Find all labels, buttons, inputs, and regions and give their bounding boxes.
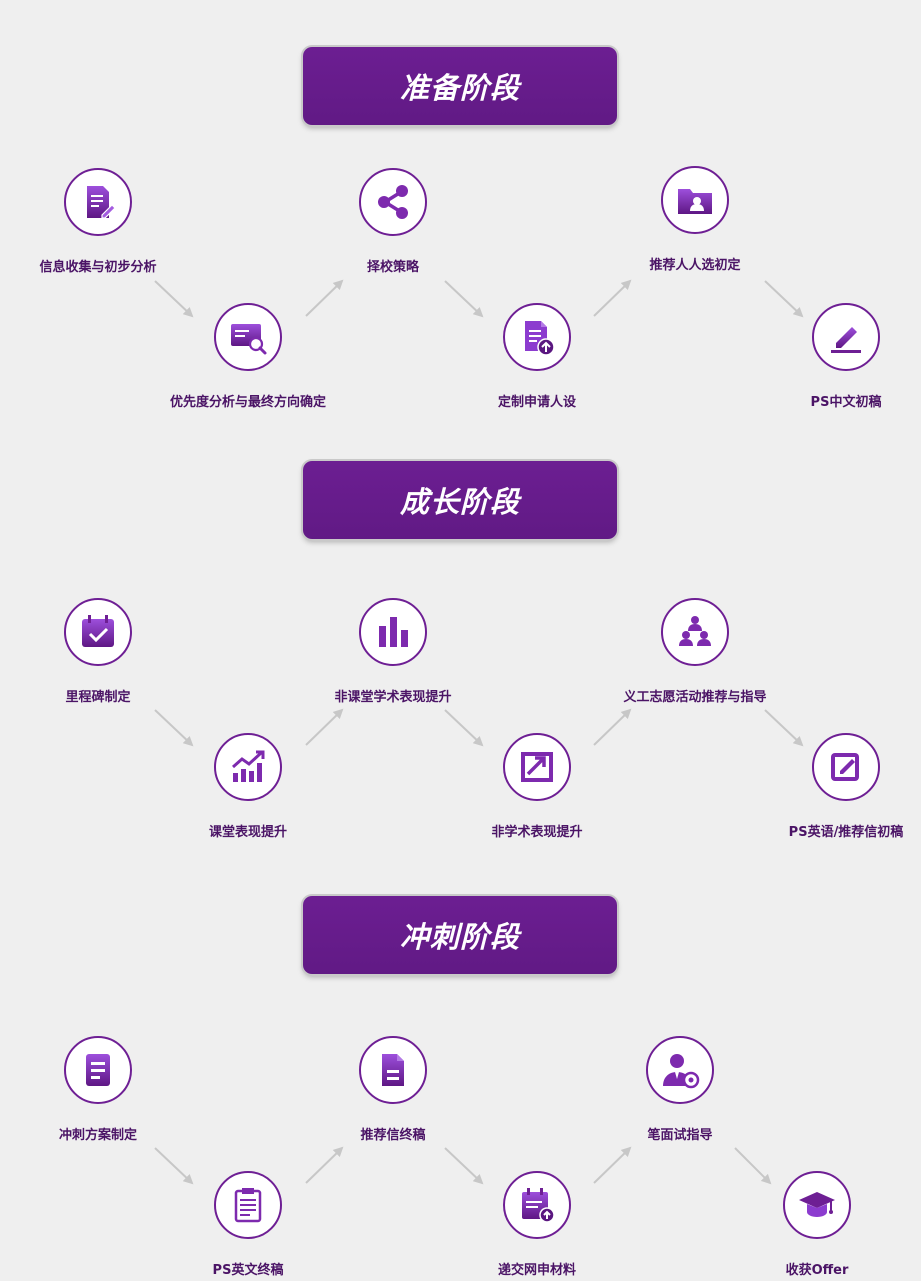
flow-arrow <box>593 708 632 746</box>
flow-arrow <box>444 709 484 747</box>
card-search-icon <box>231 324 267 355</box>
clipboard-icon <box>234 1188 262 1223</box>
flow-arrow <box>154 1147 194 1185</box>
flow-arrow <box>154 280 194 318</box>
flow-arrow <box>593 1146 632 1184</box>
flow-arrow <box>305 279 344 317</box>
doc-lines-icon <box>86 1054 110 1086</box>
pencil-icon <box>831 327 861 353</box>
bar-chart-icon <box>379 617 408 647</box>
flow-arrow <box>734 1147 772 1185</box>
edit-box-icon <box>831 753 859 781</box>
share-icon <box>378 185 408 219</box>
folder-user-icon <box>678 189 712 214</box>
chart-growth-icon <box>232 750 265 782</box>
graduation-cap-icon <box>799 1192 835 1217</box>
flow-arrow <box>444 280 484 318</box>
doc-fold-icon <box>382 1054 404 1086</box>
stage-banner-sprint: 冲刺阶段 <box>303 896 617 974</box>
flow-arrow <box>305 708 344 746</box>
trend-arrow-icon <box>521 752 553 782</box>
document-edit-icon <box>87 186 116 219</box>
calendar-upload-icon <box>522 1188 555 1223</box>
flow-arrow <box>154 709 194 747</box>
document-upload-icon <box>525 321 555 356</box>
flow-arrow <box>764 709 804 747</box>
flow-arrow <box>764 280 804 318</box>
user-gear-icon <box>663 1054 700 1089</box>
group-icon <box>679 616 711 646</box>
flow-arrow <box>305 1146 344 1184</box>
stage-banner-growth: 成长阶段 <box>303 461 617 539</box>
flow-arrow <box>593 279 632 317</box>
stage-banner-prepare: 准备阶段 <box>303 47 617 125</box>
calendar-check-icon <box>82 615 114 647</box>
flow-arrow <box>444 1147 484 1185</box>
